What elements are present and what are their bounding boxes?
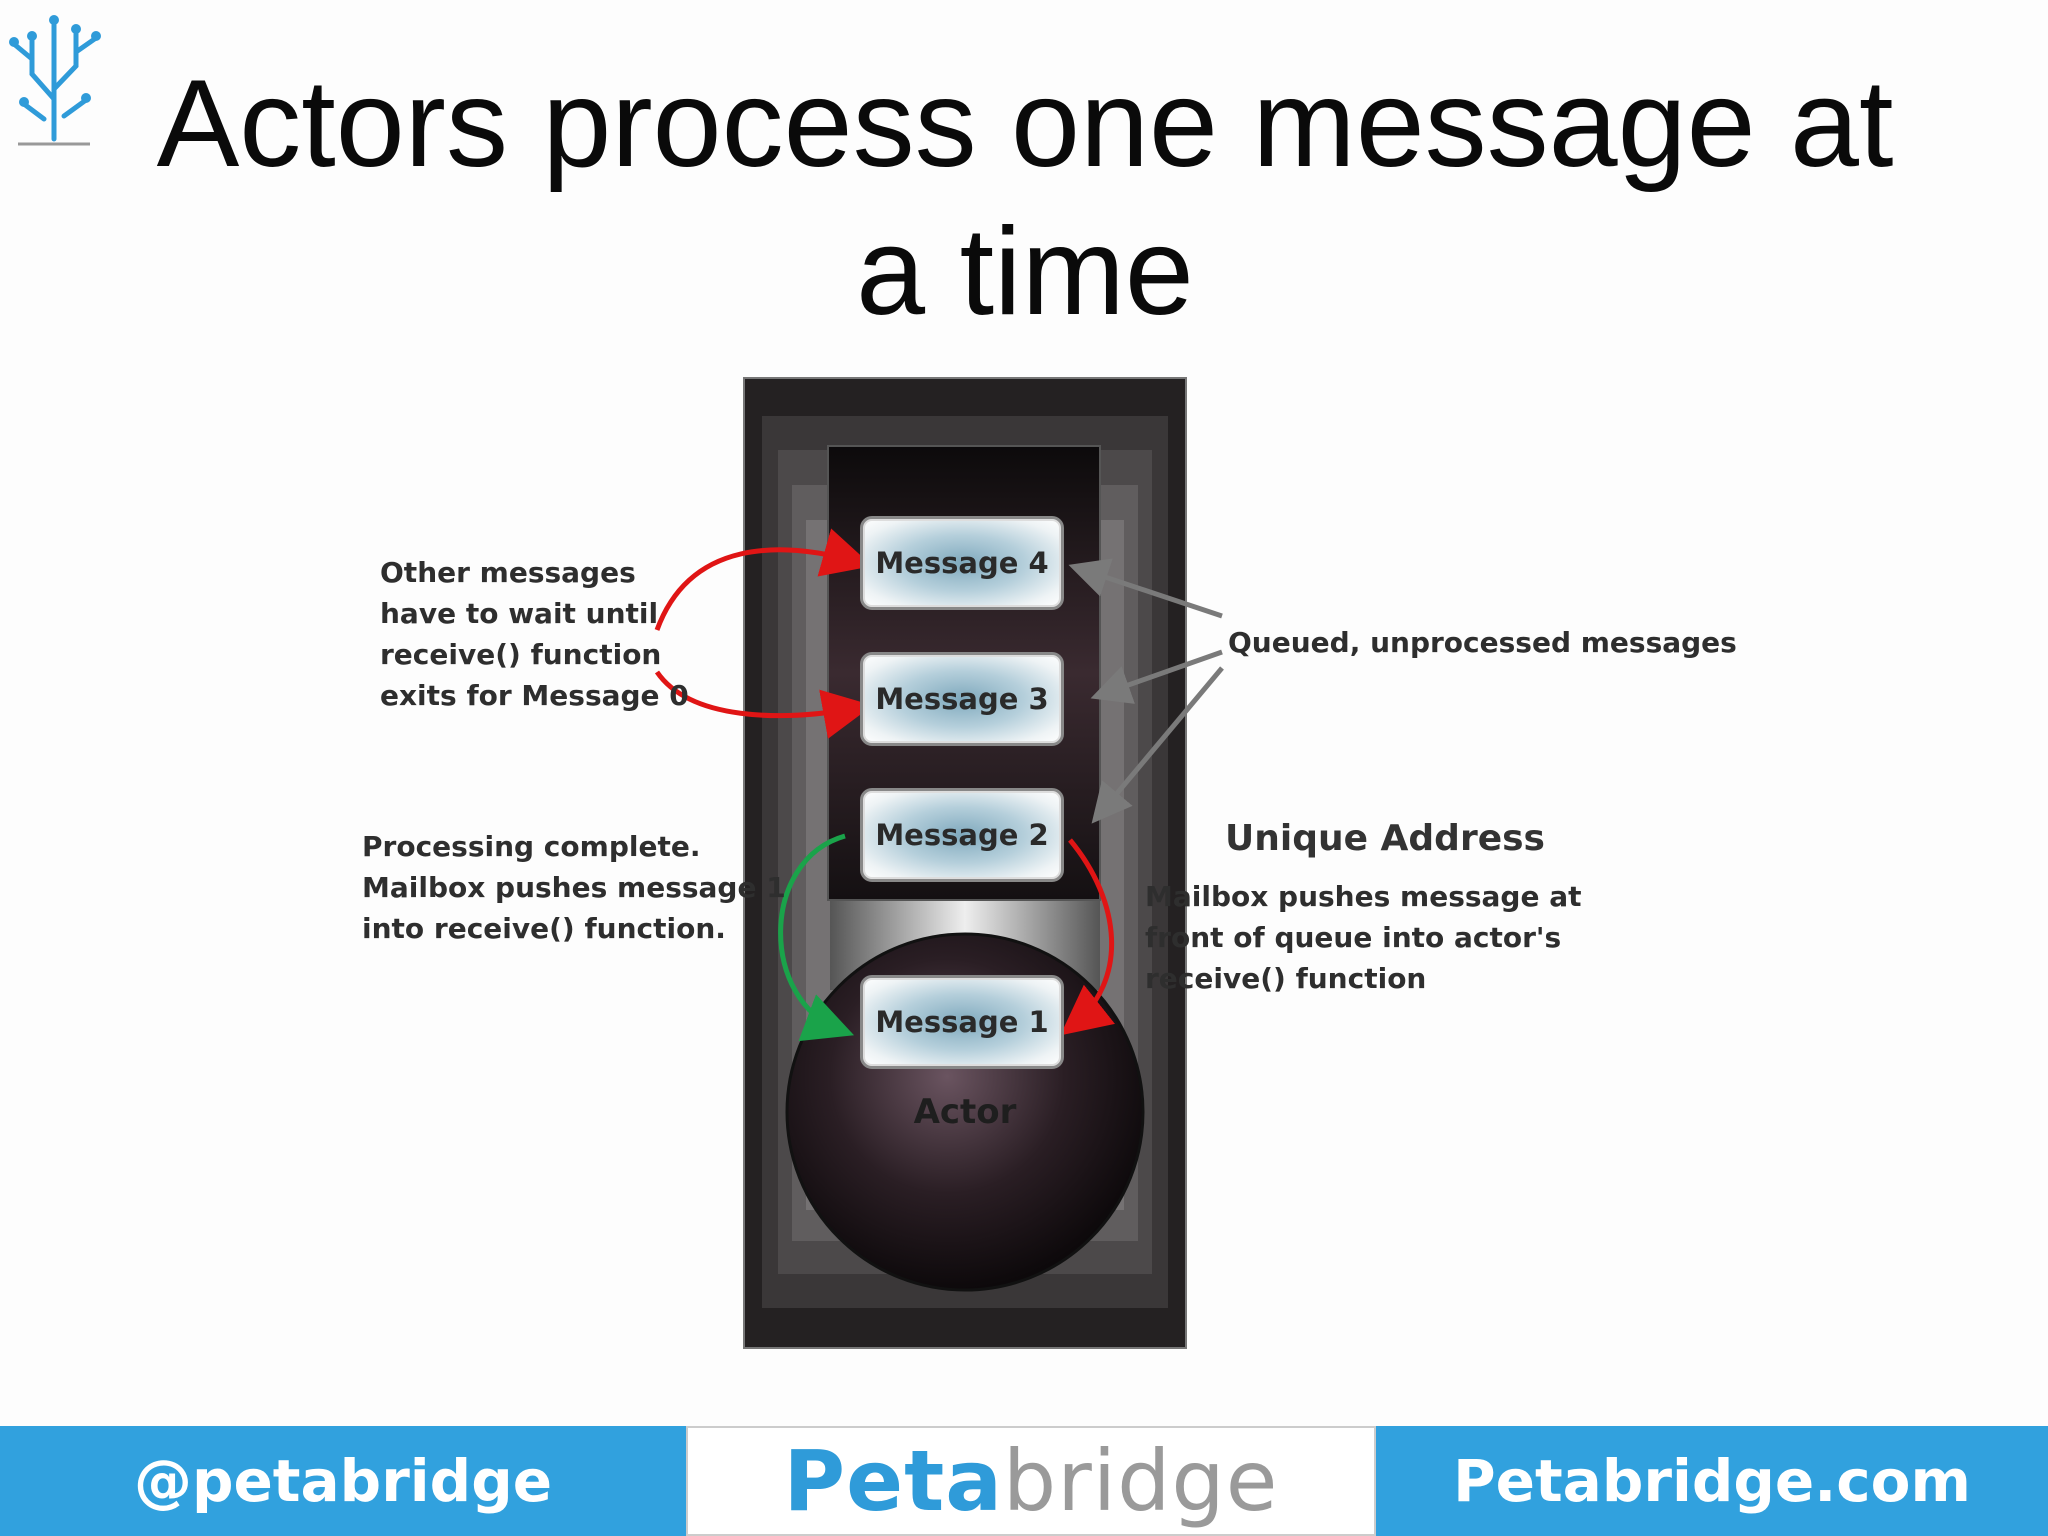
brand-peta: Peta bbox=[783, 1432, 1003, 1530]
note-other-messages: Other messages have to wait until receiv… bbox=[380, 556, 689, 712]
red-arrow-message-2-to-1 bbox=[1060, 838, 1115, 1036]
gray-arrow-to-message-3 bbox=[1090, 649, 1223, 704]
red-arrow-to-message-3 bbox=[654, 670, 873, 739]
message-4-box: Message 4 bbox=[860, 516, 1064, 610]
red-arrow-to-message-4 bbox=[654, 528, 873, 631]
note-queued-messages: Queued, unprocessed messages bbox=[1228, 626, 1737, 659]
green-arrow-message-2-to-1 bbox=[778, 833, 855, 1042]
brand-bridge: bridge bbox=[1002, 1432, 1279, 1530]
note-mailbox-pushes: Mailbox pushes message at front of queue… bbox=[1145, 880, 1582, 995]
message-2-box: Message 2 bbox=[860, 788, 1064, 882]
unique-address-heading: Unique Address bbox=[1225, 818, 1545, 859]
message-1-box: Message 1 bbox=[860, 975, 1064, 1069]
gray-arrow-to-message-4 bbox=[1068, 558, 1223, 619]
petabridge-tree-logo-icon bbox=[9, 15, 101, 146]
footer-twitter-handle: @petabridge bbox=[0, 1426, 686, 1536]
page-title: Actors process one message at a time bbox=[156, 55, 1894, 341]
footer-website: Petabridge.com bbox=[1376, 1426, 2048, 1536]
note-processing-complete: Processing complete. Mailbox pushes mess… bbox=[362, 830, 786, 945]
gray-arrow-to-message-2 bbox=[1091, 666, 1224, 824]
actor-label: Actor bbox=[913, 1092, 1017, 1132]
message-3-box: Message 3 bbox=[860, 652, 1064, 746]
